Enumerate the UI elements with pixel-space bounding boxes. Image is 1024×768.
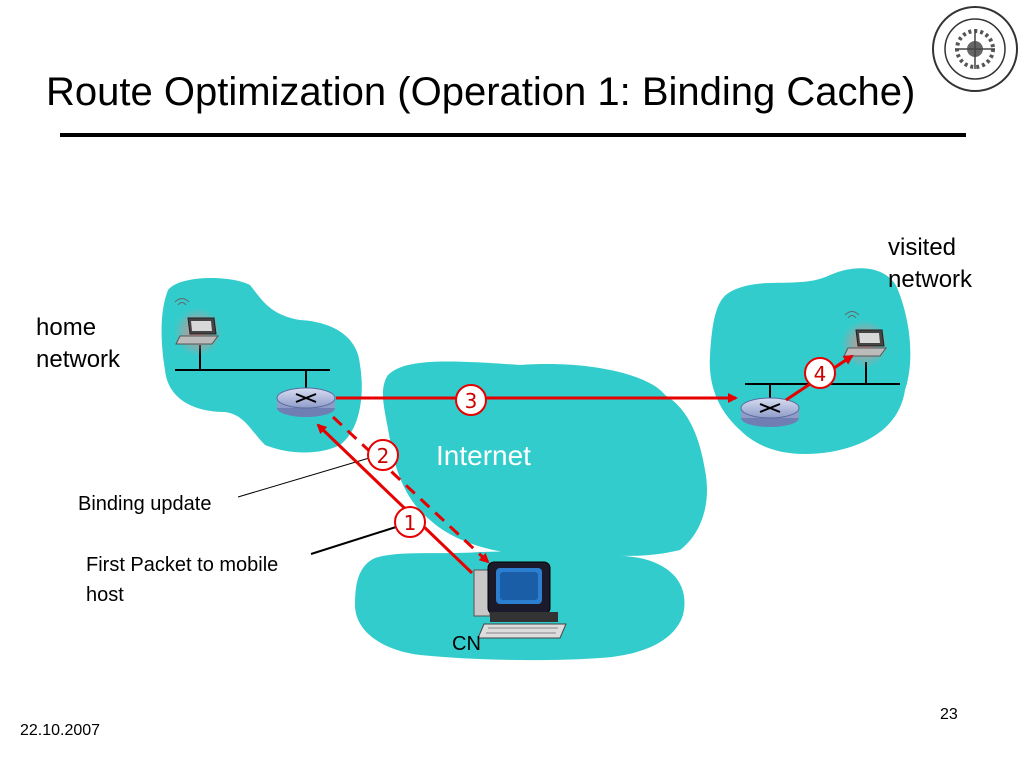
step-4-label: 4 [814, 362, 827, 386]
cn-label: CN [452, 633, 481, 655]
step-2-label: 2 [377, 444, 390, 468]
first-packet-label-line2: host [86, 584, 124, 606]
home-network-label: home network [36, 312, 120, 376]
slide-title: Route Optimization (Operation 1: Binding… [46, 70, 916, 114]
first-packet-label: First Packet to mobile host [86, 550, 278, 610]
slide-page-number: 23 [940, 706, 958, 723]
institute-seal-logo [932, 6, 1018, 92]
home-network-label-line2: network [36, 346, 121, 373]
step-circle-2: 2 [367, 439, 399, 471]
internet-cloud [382, 361, 708, 556]
binding-update-label: Binding update [78, 493, 212, 515]
step-3-label: 3 [465, 389, 478, 413]
home-network-cloud [161, 278, 362, 453]
title-underline [60, 133, 966, 137]
desktop-computer-icon [473, 561, 567, 639]
visited-network-label-line1: visited [888, 234, 957, 261]
arrow-step-1 [316, 423, 474, 575]
visited-network-label: visited network [888, 232, 972, 296]
home-router-icon [276, 387, 336, 417]
step-1-label: 1 [404, 511, 417, 535]
arrow-step-2 [331, 415, 490, 564]
slide-date: 22.10.2007 [20, 722, 101, 739]
first-packet-label-line1: First Packet to mobile [86, 554, 279, 576]
step-circle-4: 4 [804, 357, 836, 389]
step-circle-3: 3 [455, 384, 487, 416]
home-laptop-icon [174, 298, 222, 356]
home-network-label-line1: home [36, 314, 97, 341]
visited-network-label-line2: network [888, 266, 973, 293]
step-circle-1: 1 [394, 506, 426, 538]
internet-label: Internet [436, 440, 531, 471]
visited-router-icon [740, 397, 800, 427]
